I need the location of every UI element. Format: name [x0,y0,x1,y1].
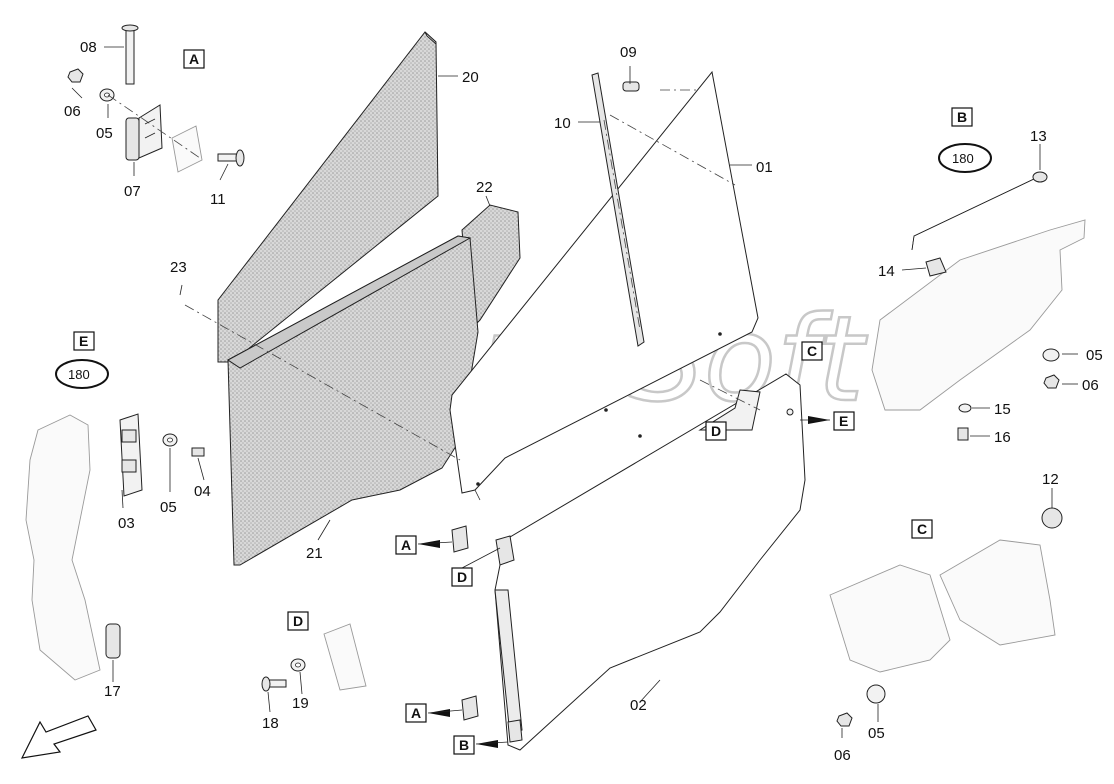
part-number-13: 13 [1030,128,1047,145]
part-number-20: 20 [462,69,479,86]
part-number-05: 05 [96,125,113,142]
svg-text:B: B [459,737,469,753]
hinge-group-a [67,24,245,173]
svg-text:A: A [401,537,411,553]
box-label-a-arrow-lower: A [405,703,427,723]
part-number-17: 17 [104,683,121,700]
box-label-d-arrow: D [451,567,473,587]
box-label-d-bottom: D [287,611,309,631]
svg-text:A: A [189,51,199,67]
leader-lines [71,46,1078,748]
part-number-05c: 05 [1086,347,1103,364]
box-label-c-door: C [801,341,823,361]
part-number-12: 12 [1042,471,1059,488]
assembly-line [609,114,736,186]
svg-text:E: E [839,413,848,429]
clip-09 [622,81,640,92]
part-number-18: 18 [262,715,279,732]
part-number-11: 11 [210,191,226,208]
part-number-10: 10 [554,115,571,132]
svg-text:E: E [79,333,88,349]
part-number-04: 04 [194,483,211,500]
guide-rail-10 [591,72,645,347]
box-label-e-door: E [833,411,855,431]
detail-c-assembly [829,507,1063,727]
direction-arrow-icon [20,715,97,759]
part-number-14: 14 [878,263,895,280]
part-number-06d: 06 [834,747,851,764]
rotation-label-e: 180 [68,367,90,382]
part-number-05b: 05 [160,499,177,516]
box-label-e-left: E [73,331,95,351]
detail-d-bracket [261,623,367,692]
part-number-22: 22 [476,179,493,196]
part-number-23: 23 [170,259,187,276]
svg-text:D: D [711,423,721,439]
box-label-c-right: C [911,519,933,539]
rotation-label-b: 180 [952,151,974,166]
svg-text:A: A [411,705,421,721]
part-number-15: 15 [994,401,1011,418]
part-number-02: 02 [630,697,647,714]
rotation-180-icon [55,359,109,389]
svg-text:B: B [957,109,967,125]
box-label-d-door: D [705,421,727,441]
insulation-panel-21 [227,235,479,566]
box-label-a-top: A [183,49,205,69]
part-number-03: 03 [118,515,135,532]
part-number-01: 01 [756,159,773,176]
part-number-05d: 05 [868,725,885,742]
svg-text:C: C [917,521,927,537]
assembly-line [184,304,461,461]
assembly-line [699,379,761,411]
hinge-bracket-e [25,413,205,681]
door-clip-a-lower [461,695,523,743]
box-label-a-arrow-upper: A [395,535,417,555]
svg-text:D: D [293,613,303,629]
part-number-09: 09 [620,44,637,61]
part-number-16: 16 [994,429,1011,446]
part-number-07: 07 [124,183,141,200]
door-panel-02 [494,373,806,751]
svg-text:C: C [807,343,817,359]
part-number-08: 08 [80,39,97,56]
svg-text:D: D [457,569,467,585]
part-number-06c: 06 [1082,377,1099,394]
detail-b-assembly [871,143,1086,441]
box-label-b-right: B [951,107,973,127]
part-number-21: 21 [306,545,323,562]
box-label-b-arrow: B [453,735,475,755]
part-number-19: 19 [292,695,309,712]
door-glass-01 [449,70,759,501]
door-clip-a-upper [451,525,515,566]
part-number-06: 06 [64,103,81,120]
